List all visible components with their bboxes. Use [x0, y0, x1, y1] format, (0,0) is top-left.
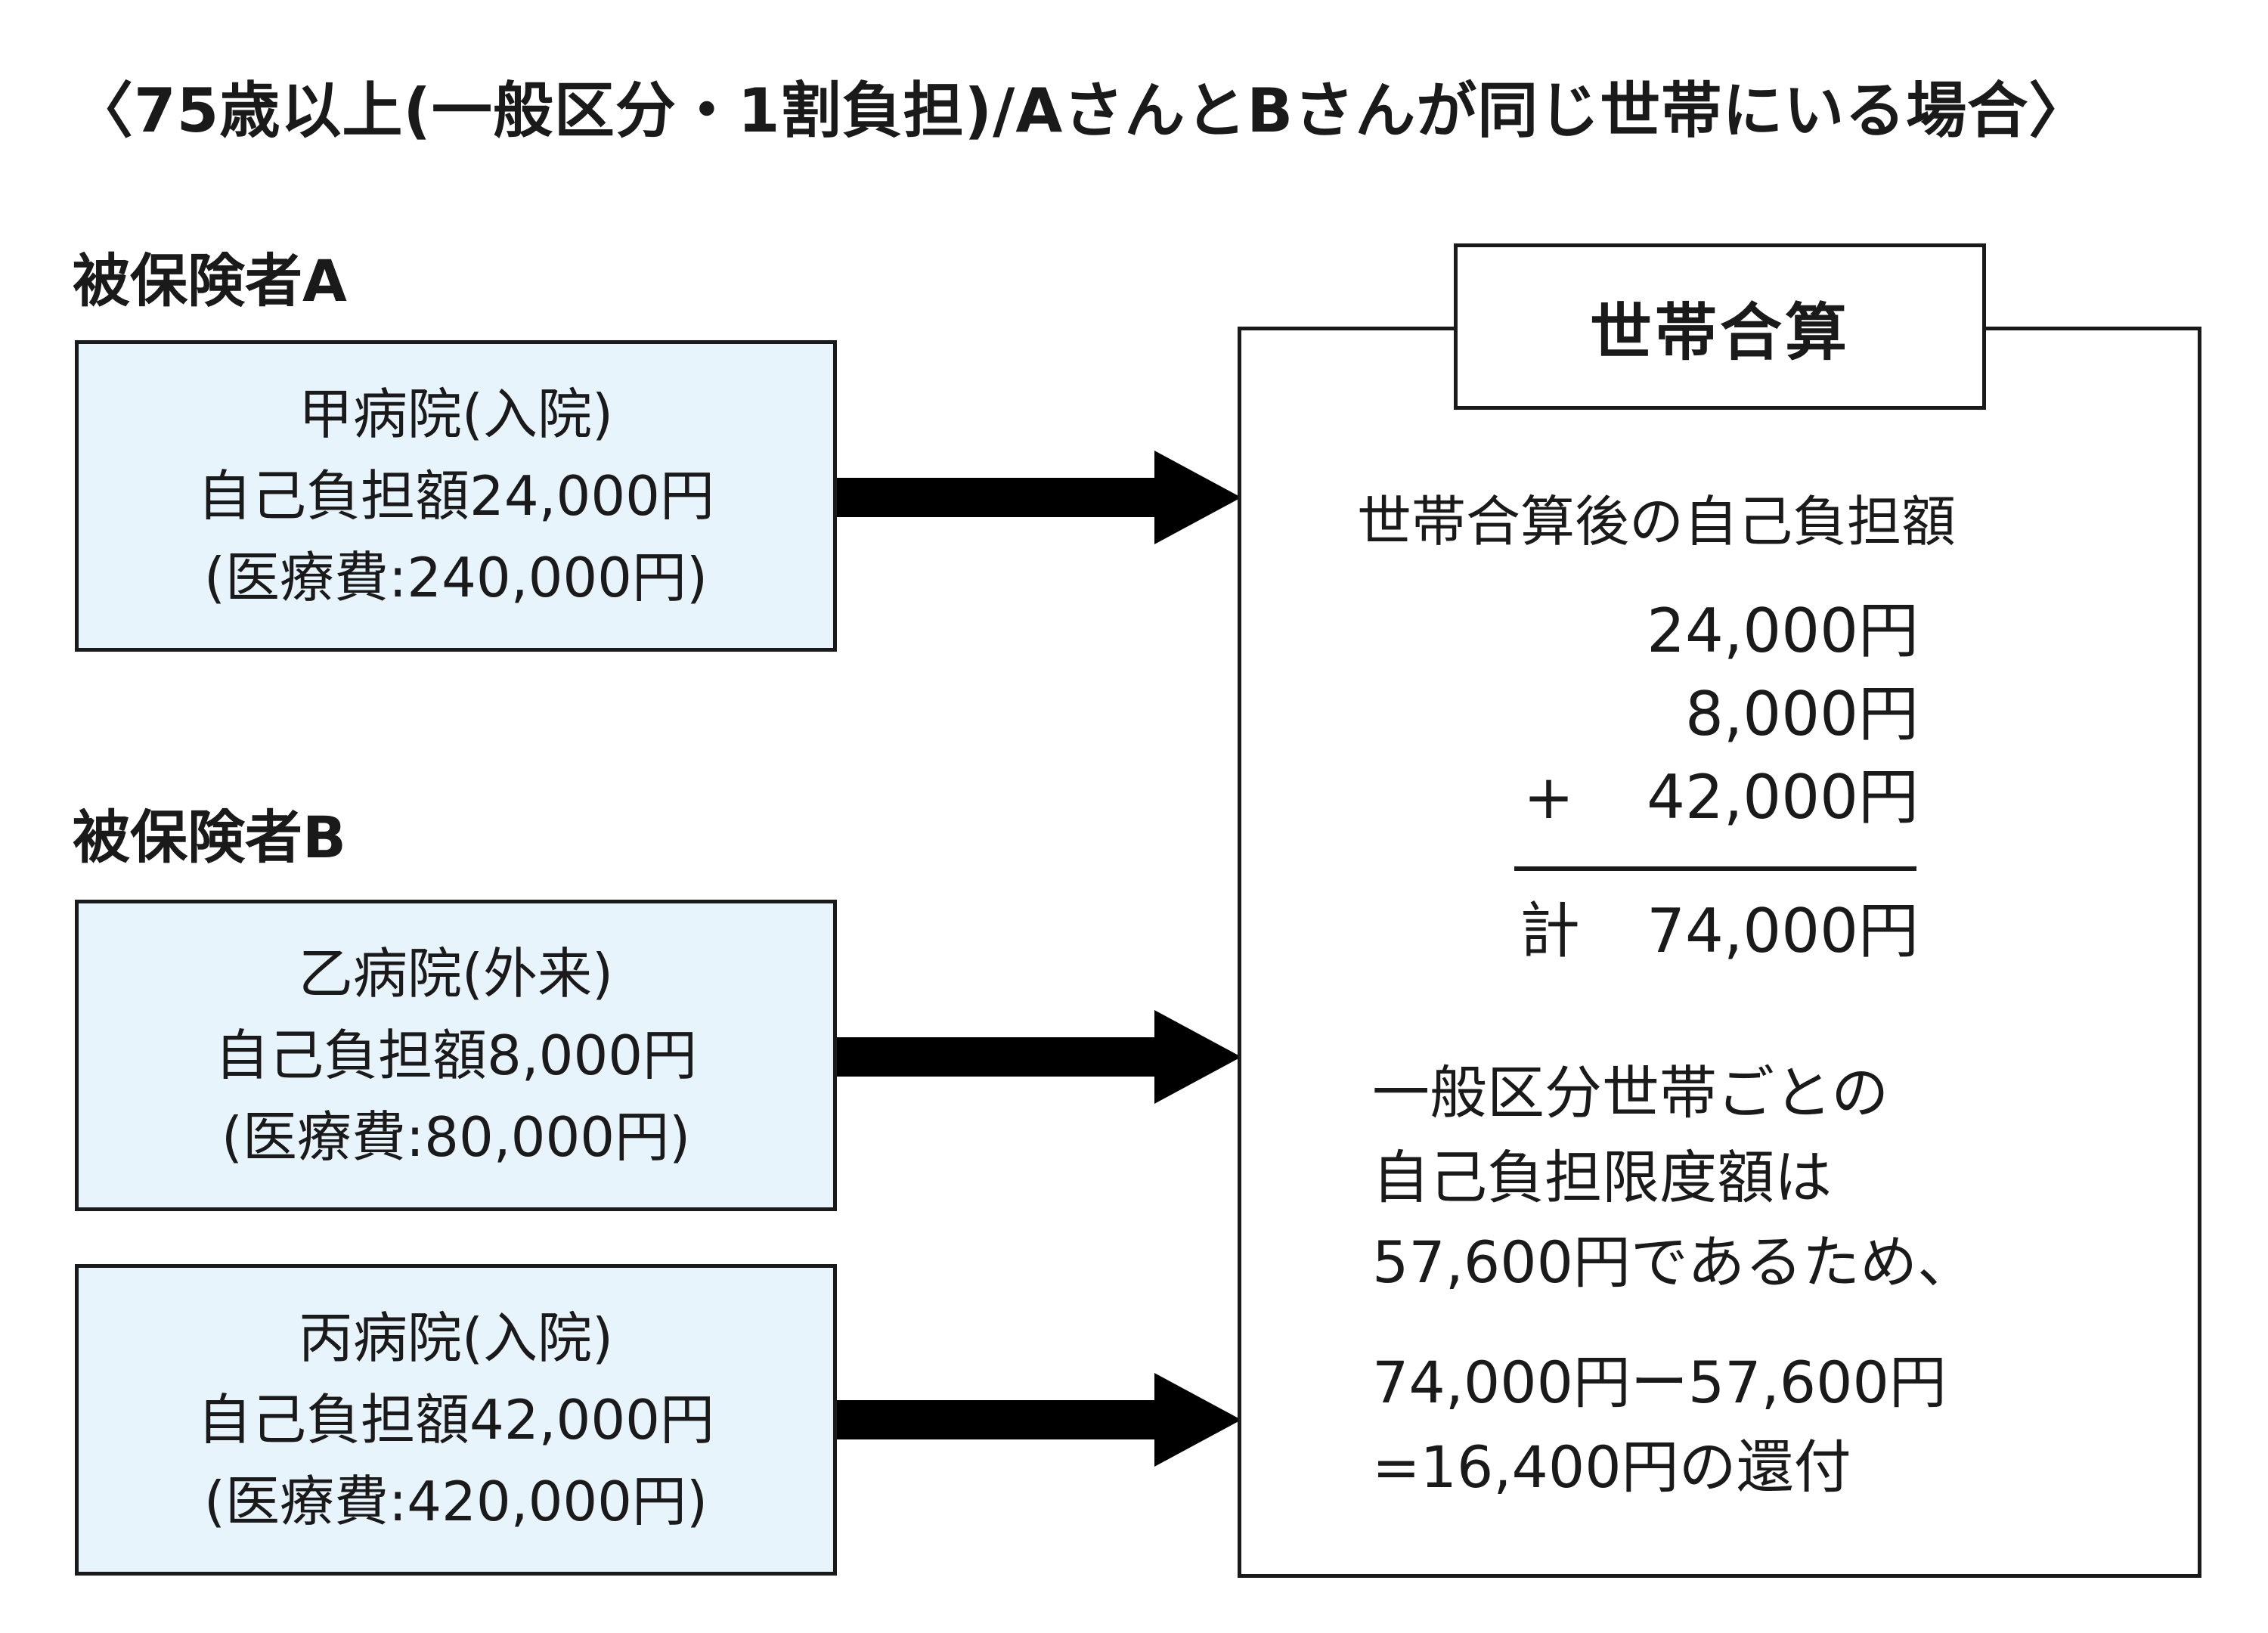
medical-cost: (医療費:420,000円)	[203, 1470, 708, 1533]
sum-divider	[1514, 866, 1916, 871]
arrow-right-icon	[837, 451, 1241, 544]
amount-kou: 24,000円	[1647, 596, 1919, 666]
hospital-box-otsu: 乙病院(外来) 自己負担額8,000円 (医療費:80,000円)	[75, 900, 837, 1211]
hospital-name: 丙病院(入院)	[298, 1306, 614, 1370]
hospital-box-hei: 丙病院(入院) 自己負担額42,000円 (医療費:420,000円)	[75, 1264, 837, 1576]
arrow-right-icon	[837, 1010, 1241, 1104]
insured-a-label: 被保険者A	[73, 247, 347, 315]
amount-hei: 42,000円	[1647, 762, 1919, 832]
page-title: 〈75歳以上(一般区分・1割負担)/AさんとBさんが同じ世帯にいる場合〉	[73, 76, 2090, 146]
total-amount: 74,000円	[1647, 896, 1919, 966]
medical-cost: (医療費:80,000円)	[221, 1105, 691, 1169]
arrow-right-icon	[837, 1373, 1241, 1467]
household-header: 世帯合算	[1454, 243, 1986, 410]
limit-note-line: 一般区分世帯ごとの	[1372, 1059, 1889, 1126]
copay-amount: 自己負担額42,000円	[197, 1388, 714, 1452]
after-aggregation-label: 世帯合算後の自己負担額	[1357, 490, 1957, 553]
amount-otsu: 8,000円	[1684, 679, 1919, 749]
insured-b-label: 被保険者B	[73, 804, 346, 871]
hospital-name: 甲病院(入院)	[298, 383, 614, 446]
medical-cost: (医療費:240,000円)	[203, 546, 708, 609]
household-summary-box	[1238, 327, 2201, 1578]
copay-amount: 自己負担額24,000円	[197, 464, 714, 528]
limit-note-line: 57,600円であるため、	[1372, 1229, 1975, 1296]
refund-calculation-line: =16,400円の還付	[1372, 1433, 1851, 1501]
plus-sign: +	[1523, 762, 1575, 832]
refund-calculation-line: 74,000円ー57,600円	[1372, 1349, 1947, 1416]
hospital-name: 乙病院(外来)	[298, 942, 614, 1006]
limit-note-line: 自己負担限度額は	[1372, 1144, 1832, 1211]
hospital-box-kou: 甲病院(入院) 自己負担額24,000円 (医療費:240,000円)	[75, 340, 837, 652]
total-label: 計	[1520, 896, 1580, 966]
copay-amount: 自己負担額8,000円	[214, 1024, 698, 1087]
